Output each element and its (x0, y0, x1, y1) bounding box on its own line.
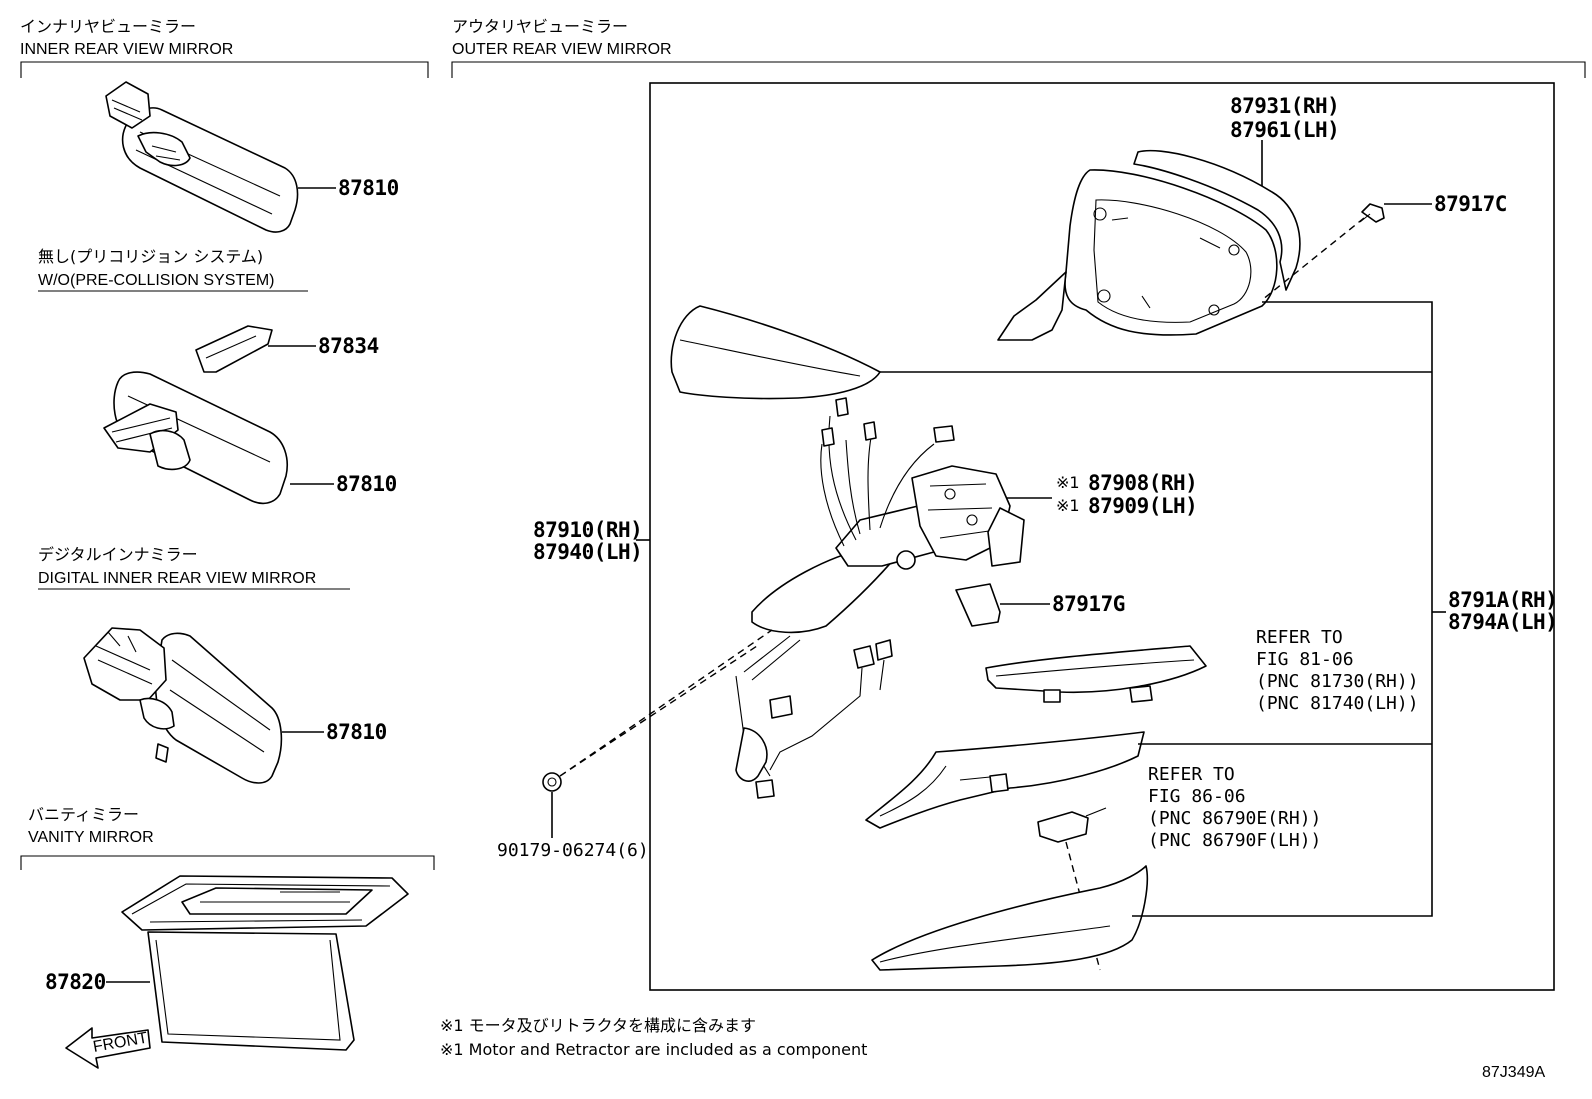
wo-pcs-jp: 無し(プリコリジョン システム) (38, 247, 263, 266)
ref2-line1: REFER TO (1148, 764, 1235, 785)
part-87931: 87931(RH) (1230, 94, 1339, 118)
mirror-glass-drawing (1133, 149, 1301, 291)
inner-title-en: INNER REAR VIEW MIRROR (20, 41, 233, 58)
mirror-housing-drawing (997, 169, 1278, 341)
note-en: ※1 Motor and Retractor are included as a… (440, 1040, 867, 1059)
ref1-line4: (PNC 81740(LH)) (1256, 693, 1419, 714)
pad-87917g-drawing (955, 583, 1001, 627)
dash-87917c (1261, 217, 1365, 301)
bottom-cover-drawing (871, 865, 1149, 971)
ref1-line1: REFER TO (1256, 627, 1343, 648)
note-jp: ※1 モータ及びリトラクタを構成に含みます (440, 1016, 756, 1035)
wo-pcs-en: W/O(PRE-COLLISION SYSTEM) (38, 272, 274, 289)
part-87910: 87910(RH) (533, 518, 642, 542)
part-87834: 87834 (318, 334, 379, 358)
part-90179: 90179-06274(6) (497, 840, 649, 861)
figure-id: 87J349A (1482, 1064, 1545, 1081)
part-87917c: 87917C (1434, 192, 1507, 216)
camera-drawing (1037, 807, 1107, 843)
vanity-jp: バニティミラー (28, 805, 139, 824)
screw-87917c-drawing (1359, 203, 1385, 223)
mark-87908: ※1 (1056, 473, 1080, 492)
part-87909: 87909(LH) (1088, 494, 1197, 518)
ref2-line4: (PNC 86790F(LH)) (1148, 830, 1321, 851)
digital-jp: デジタルインナミラー (38, 545, 198, 564)
vanity-mirror-drawing (121, 875, 409, 1051)
turn-signal-drawing (985, 645, 1207, 703)
dash-nut (559, 629, 773, 777)
part-87810-c: 87810 (326, 720, 387, 744)
part-87908: 87908(RH) (1088, 471, 1197, 495)
outer-assembly-frame (649, 82, 1555, 991)
part-8791a: 8791A(RH) (1448, 588, 1557, 612)
lower-housing-drawing (865, 731, 1145, 829)
outer-title-en: OUTER REAR VIEW MIRROR (452, 41, 672, 58)
front-arrow-icon (65, 1027, 151, 1069)
ref2-line3: (PNC 86790E(RH)) (1148, 808, 1321, 829)
motor-harness-drawing (735, 397, 1025, 799)
part-87940: 87940(LH) (533, 540, 642, 564)
vanity-en: VANITY MIRROR (28, 829, 154, 846)
part-87820: 87820 (45, 970, 106, 994)
part-87810-b: 87810 (336, 472, 397, 496)
ref1-line3: (PNC 81730(RH)) (1256, 671, 1419, 692)
digital-mirror-drawing (83, 627, 283, 784)
outer-bracket (451, 61, 1586, 78)
inner-mirror-1-drawing (105, 81, 299, 233)
part-87961: 87961(LH) (1230, 118, 1339, 142)
mark-87909: ※1 (1056, 496, 1080, 515)
mirror-cover-drawing (670, 305, 881, 400)
part-87810-a: 87810 (338, 176, 399, 200)
digital-en: DIGITAL INNER REAR VIEW MIRROR (38, 570, 316, 587)
inner-mirror-2-drawing (103, 325, 288, 505)
outer-title-jp: アウタリヤビューミラー (452, 17, 628, 36)
bracket-8791a (1132, 301, 1433, 917)
inner-title-jp: インナリヤビューミラー (20, 17, 196, 36)
nut-90179-drawing (542, 772, 562, 792)
inner-bracket (20, 61, 429, 78)
part-87917g: 87917G (1052, 592, 1125, 616)
ref2-line2: FIG 86-06 (1148, 786, 1246, 807)
ref1-line2: FIG 81-06 (1256, 649, 1354, 670)
vanity-bracket (20, 855, 435, 870)
part-8794a: 8794A(LH) (1448, 610, 1557, 634)
